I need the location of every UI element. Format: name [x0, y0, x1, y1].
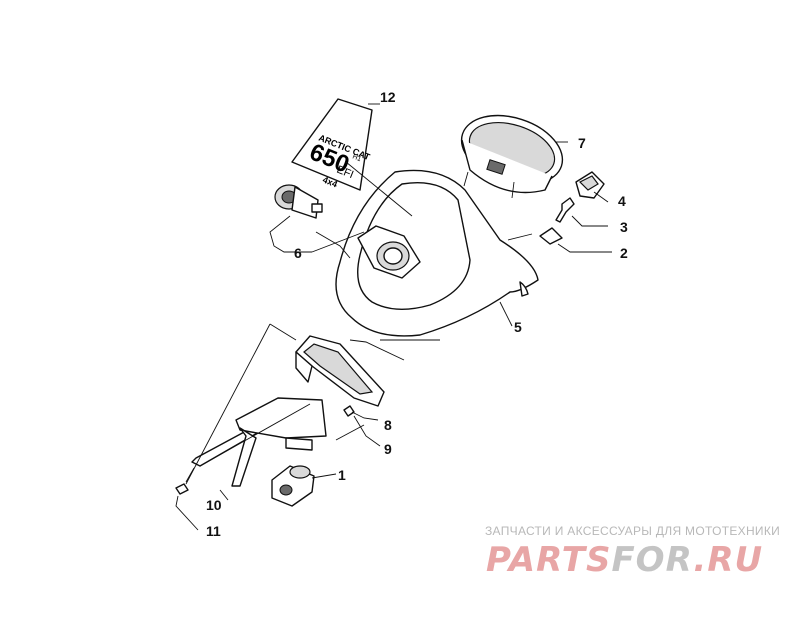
- callout-5: 5: [514, 319, 522, 335]
- callout-8: 8: [384, 417, 392, 433]
- callout-9: 9: [384, 441, 392, 457]
- watermark-caption: ЗАПЧАСТИ И АКСЕССУАРЫ ДЛЯ МОТОТЕХНИКИ: [485, 524, 781, 538]
- decal-suffix: H1: [351, 153, 362, 163]
- callout-3: 3: [620, 219, 628, 235]
- callout-6: 6: [294, 245, 302, 261]
- callout-10: 10: [206, 497, 222, 513]
- bezel-frame: [295, 335, 385, 407]
- decal-part-12: ARCTIC CAT 650 H1 EFI 4x4: [291, 98, 373, 191]
- callout-12: 12: [380, 89, 396, 105]
- watermark-logo-ru: .RU: [693, 540, 764, 580]
- callout-7: 7: [578, 135, 586, 151]
- leader-lines: [175, 103, 612, 531]
- watermark-logo-parts: PARTS: [486, 540, 612, 580]
- screw-part-8: [343, 405, 355, 417]
- callout-11: 11: [206, 523, 221, 539]
- key-cap-part-4: [575, 171, 605, 199]
- outlet-part-6: [274, 184, 323, 219]
- watermark-logo: PARTSFOR.RU: [486, 540, 763, 580]
- pod-housing-part-5: [335, 169, 539, 337]
- key-part-3: [555, 197, 575, 223]
- switch-part-1: [271, 465, 315, 507]
- gauge-part-7: [460, 114, 564, 199]
- washer-part-2: [539, 227, 563, 245]
- callout-2: 2: [620, 245, 628, 261]
- watermark-logo-for: FOR: [611, 540, 694, 580]
- callout-1: 1: [338, 467, 346, 483]
- callout-4: 4: [618, 193, 626, 209]
- decal-efi: EFI: [335, 164, 355, 182]
- screw-part-11: [175, 467, 195, 495]
- callouts: 1 2 3 4 5 6 7 8 9 10 11 12: [206, 89, 628, 539]
